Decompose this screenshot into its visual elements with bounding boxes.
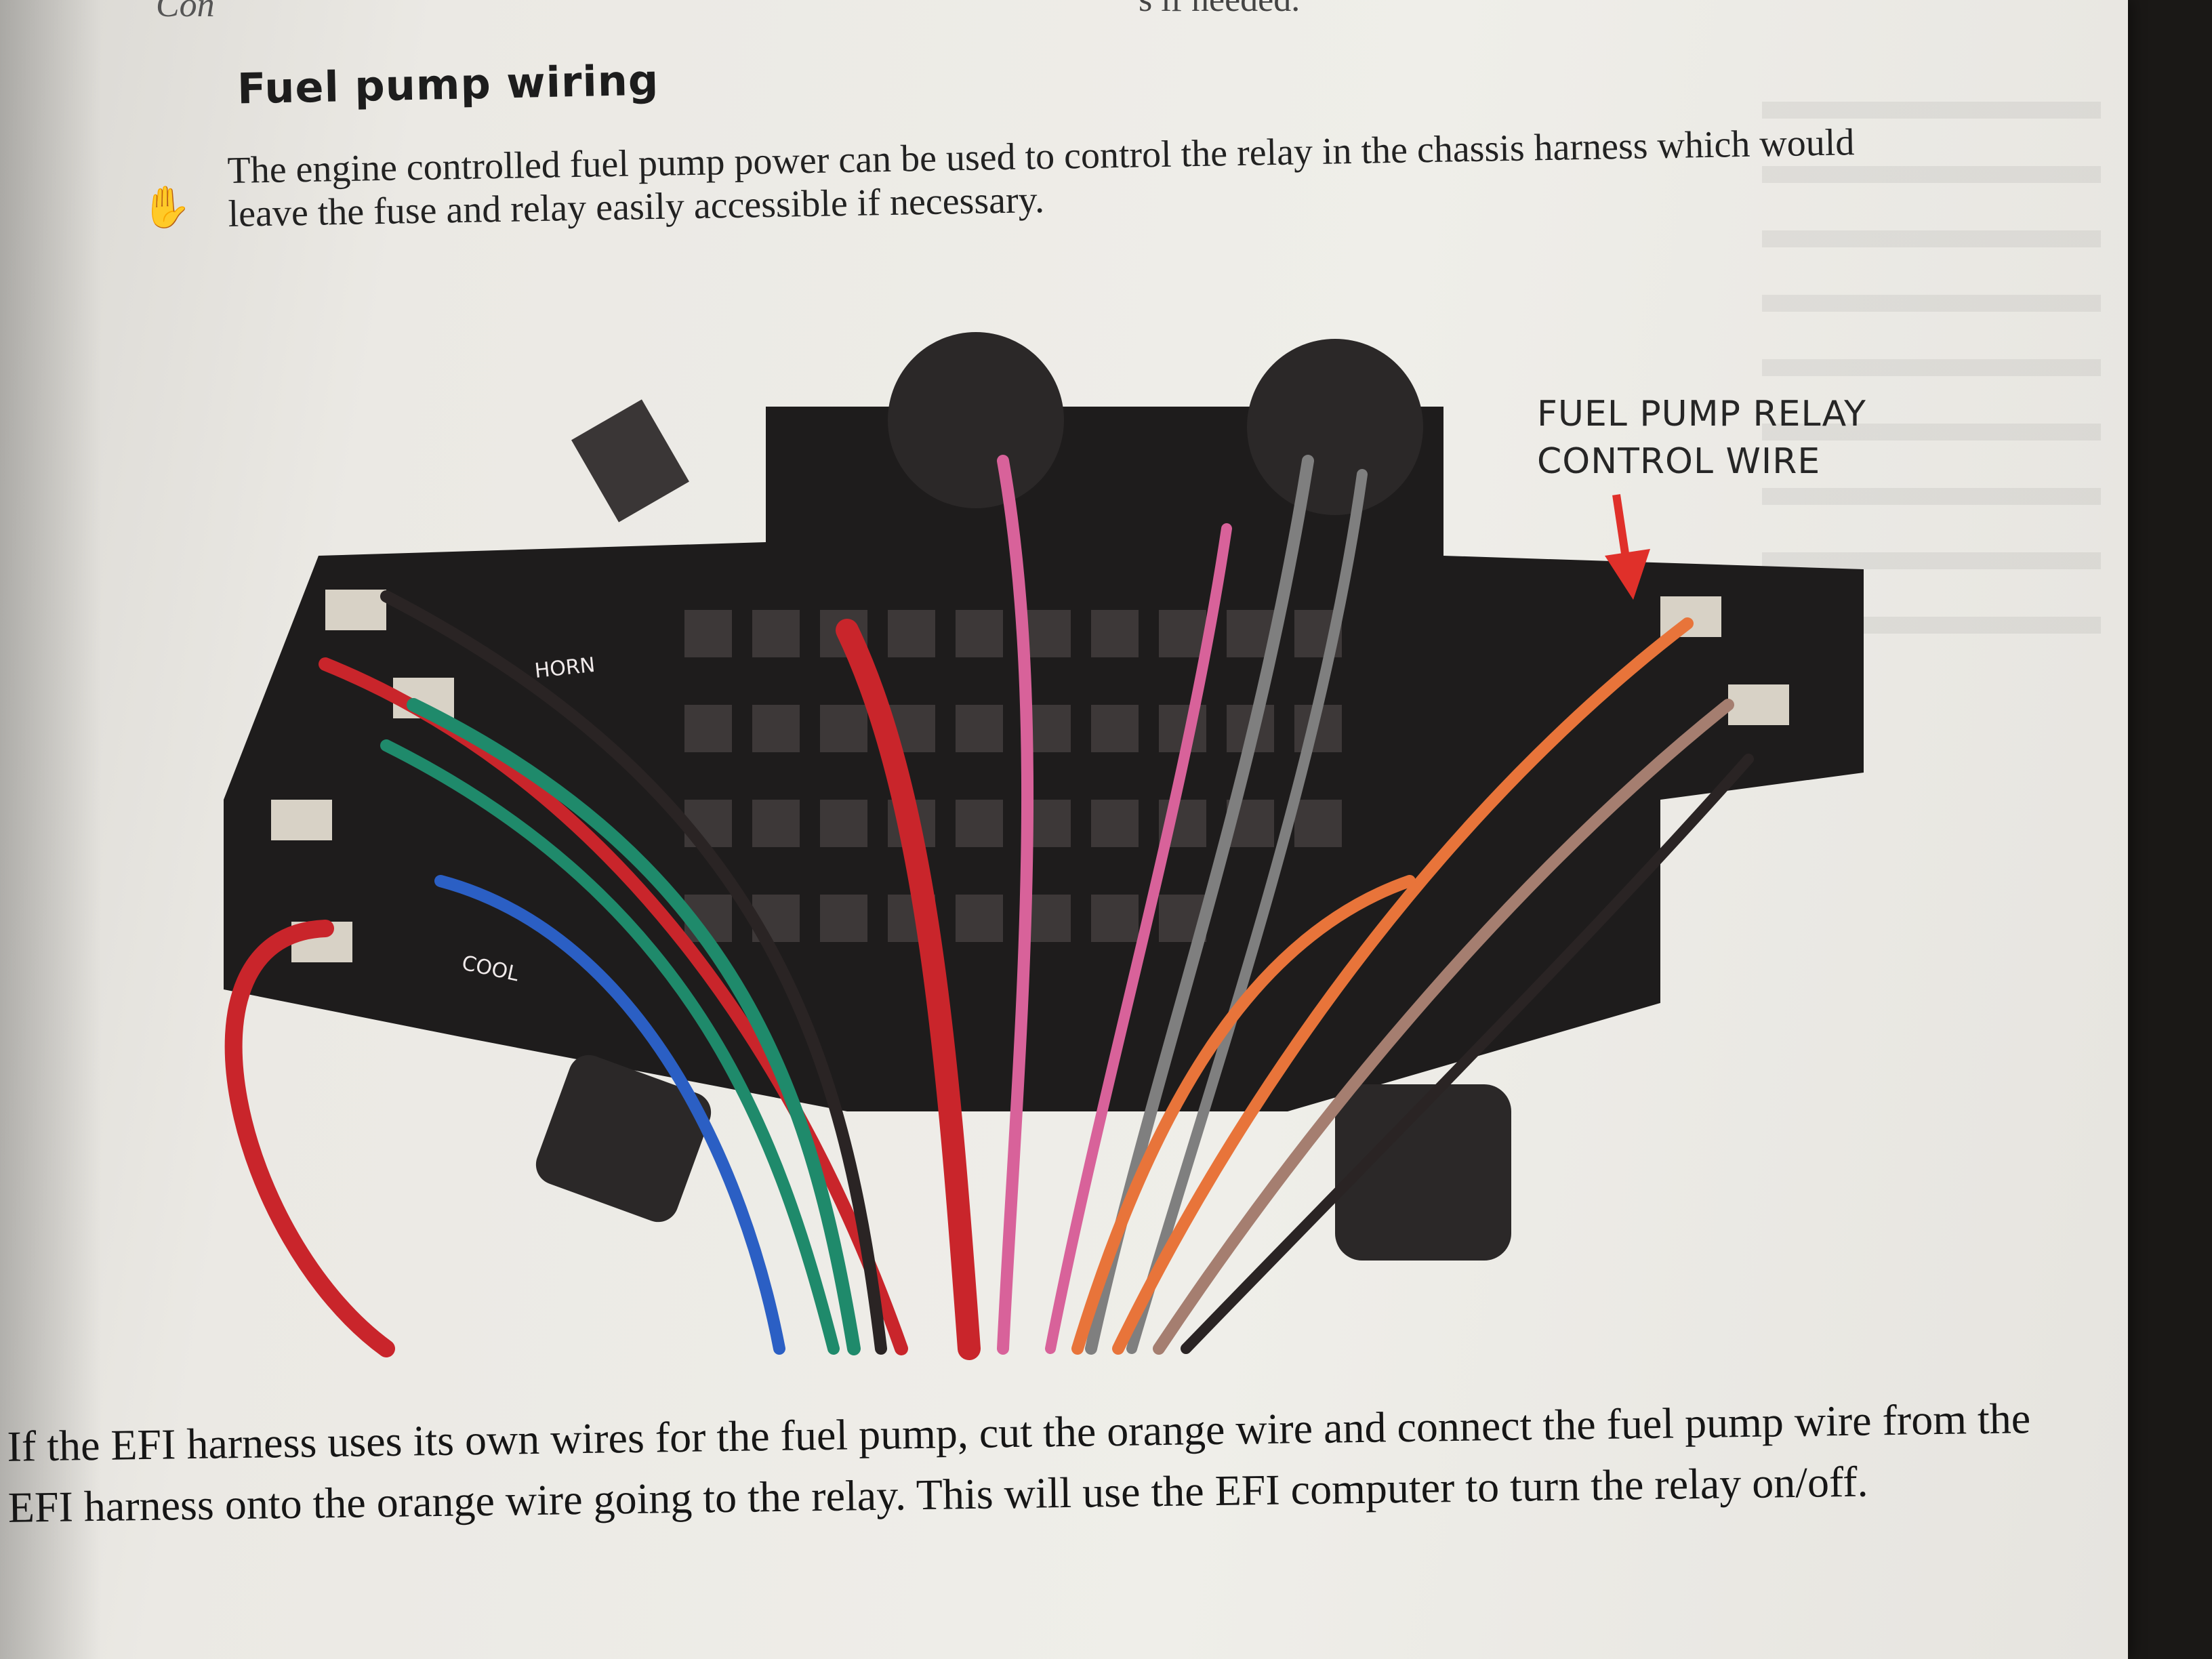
previous-line-tail: s if needed. <box>1139 0 1300 20</box>
wire-blue <box>434 875 785 1355</box>
wire-green-2 <box>380 739 840 1355</box>
wire-red-long <box>224 920 395 1357</box>
wire-pink-2 <box>1045 523 1232 1354</box>
fuel-pump-relay-callout: FUEL PUMP RELAY CONTROL WIRE <box>1537 390 1866 485</box>
red-arrow-icon <box>1605 494 1650 600</box>
callout-line-1: FUEL PUMP RELAY <box>1537 394 1866 434</box>
mount-foot-left <box>535 1054 712 1223</box>
wire-orange-2 <box>1071 875 1416 1355</box>
wire-gray-2 <box>1126 469 1368 1354</box>
mount-foot-right <box>1335 1084 1511 1261</box>
wire-bundle <box>224 455 1754 1360</box>
fuse-terminal-grid <box>684 610 1342 942</box>
relay-socket-right <box>1247 339 1423 515</box>
fuse-box-figure: HORN COOL <box>169 325 1904 1423</box>
relay-socket-left <box>888 332 1064 508</box>
wire-black-right <box>1181 754 1754 1354</box>
wire-green-1 <box>407 698 861 1355</box>
intro-paragraph: The engine controlled fuel pump power ca… <box>227 121 1855 235</box>
mount-tab <box>571 399 689 523</box>
section-heading: Fuel pump wiring <box>237 55 659 114</box>
binding-shadow <box>0 0 102 1659</box>
wire-tan <box>1153 699 1734 1355</box>
wire-black-left <box>380 590 887 1355</box>
hand-icon: ✋ <box>141 185 192 230</box>
wire-pink <box>997 455 1034 1355</box>
callout-line-2: CONTROL WIRE <box>1537 441 1821 482</box>
desk-background-right <box>2124 0 2212 1659</box>
previous-line-fragment: Con <box>156 0 215 24</box>
fuse-box-illustration: HORN COOL <box>224 332 1864 1360</box>
show-through-text <box>1762 54 2101 664</box>
wire-orange-relay-control <box>1112 617 1694 1355</box>
manual-page: Con s if needed. Fuel pump wiring ✋ The … <box>0 0 2128 1659</box>
wire-red-thick <box>836 619 981 1360</box>
